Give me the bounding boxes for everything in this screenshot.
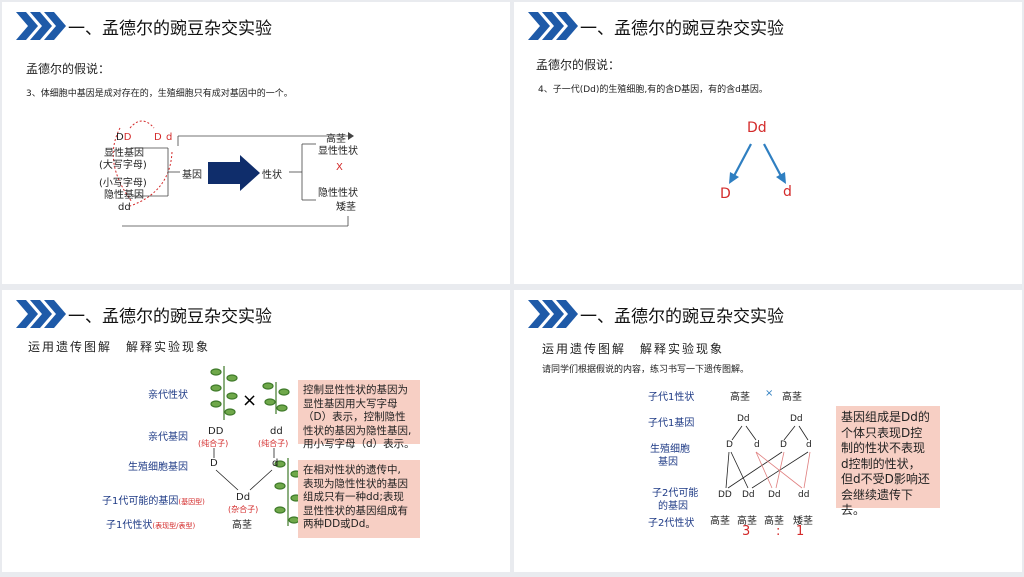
f2-trait-3: 高茎	[764, 516, 784, 527]
hypothesis-point: 3、体细胞中基因是成对存在的，生殖细胞只有成对基因中的一个。	[26, 89, 293, 99]
label-cross: X	[336, 162, 343, 173]
label-DD: DD	[116, 132, 132, 143]
row-f1-gene: 子代1基因	[648, 418, 695, 429]
parent1-Dd: Dd	[737, 414, 750, 424]
label-recessive-trait: 隐性性状	[318, 188, 358, 199]
heterozygous-label: (杂合子)	[228, 505, 259, 514]
subtitle: 运用遗传图解 解释实验现象	[28, 340, 211, 354]
label-short: 矮茎	[336, 202, 356, 213]
cross-symbol: ×	[765, 388, 774, 399]
gamete-d: d	[272, 458, 279, 469]
label-D-single: D	[154, 132, 162, 143]
label-tall: 高茎	[326, 134, 346, 145]
slide-title: 一、孟德尔的豌豆杂交实验	[580, 19, 784, 39]
chevron-logo-icon	[528, 12, 578, 40]
slide-1[interactable]: 一、孟德尔的豌豆杂交实验 孟德尔的假说： 3、体细胞中基因是成对存在的，生殖细胞…	[2, 2, 510, 284]
row-parent-gene: 亲代基因	[148, 432, 188, 443]
split-arrows	[729, 143, 786, 184]
f2-genotype-2: Dd	[742, 490, 755, 500]
f2-trait-4: 矮茎	[793, 516, 813, 527]
row-f2-gene-2: 的基因	[658, 501, 688, 512]
slide-title: 一、孟德尔的豌豆杂交实验	[580, 307, 784, 327]
gamete-4: d	[806, 440, 812, 450]
row-germ: 生殖细胞	[650, 444, 690, 455]
ratio-1: 1	[796, 524, 805, 539]
label-dominant-trait: 显性性状	[318, 146, 358, 157]
gamete-d: d	[783, 184, 792, 200]
chevron-logo-icon	[16, 12, 66, 40]
label-dominant-gene: 显性基因	[104, 148, 144, 159]
label-dd: dd	[118, 202, 131, 213]
label-d-single: d	[166, 132, 173, 143]
slide-2[interactable]: 一、孟德尔的豌豆杂交实验 孟德尔的假说： 4、子一代(Dd)的生殖细胞,有的含D…	[514, 2, 1022, 284]
f1-tall: 高茎	[232, 520, 252, 531]
slide-title: 一、孟德尔的豌豆杂交实验	[68, 19, 272, 39]
slide-3[interactable]: 一、孟德尔的豌豆杂交实验 运用遗传图解 解释实验现象 亲代性状 亲代基因 生殖细…	[2, 290, 510, 572]
row-f1-trait: 子代1性状	[648, 392, 695, 403]
cross-symbol: ×	[242, 390, 258, 411]
f1-Dd: Dd	[236, 492, 251, 503]
chevron-logo-icon	[528, 300, 578, 328]
parent-genotype: Dd	[747, 120, 767, 136]
label-gene: 基因	[182, 170, 202, 181]
row-f1-trait: 子1代性状(表现型/表型)	[106, 520, 196, 531]
gamete-1: D	[726, 440, 733, 450]
label-trait: 性状	[262, 170, 282, 181]
slide-title: 一、孟德尔的豌豆杂交实验	[68, 307, 272, 327]
homozygous-label-2: (纯合子)	[258, 439, 289, 448]
note-dominant-recessive: 控制显性性状的基因为 显性基因用大写字母 （D）表示，控制隐性 性状的基因为隐性…	[298, 380, 420, 450]
gamete-2: d	[754, 440, 760, 450]
row-parent-trait: 亲代性状	[148, 390, 188, 401]
f2-trait-2: 高茎	[737, 516, 757, 527]
row-germ-2: 基因	[658, 457, 678, 468]
label-uppercase: (大写字母)	[99, 160, 147, 171]
row-f2-gene: 子2代可能	[652, 488, 699, 499]
subtitle: 运用遗传图解 解释实验现象	[542, 342, 725, 356]
note-relative-traits: 在相对性状的遗传中, 表现为隐性性状的基因 组成只有一种dd;表现 显性性状的基…	[298, 460, 420, 538]
punnett-lines	[725, 425, 811, 489]
pea-plant-icons	[210, 366, 302, 526]
ratio-colon: :	[776, 524, 781, 539]
parent-dd: dd	[270, 426, 283, 437]
hypothesis-point: 4、子一代(Dd)的生殖细胞,有的含D基因，有的含d基因。	[538, 85, 768, 95]
note-heterozygous: 基因组成是Dd的 个体只表现D控 制的性状不表现 d控制的性状， 但d不受D影响…	[836, 406, 940, 517]
label-recessive-gene: 隐性基因	[104, 190, 144, 201]
f2-genotype-3: Dd	[768, 490, 781, 500]
parent-DD: DD	[208, 426, 224, 437]
subtitle: 孟德尔的假说：	[536, 58, 621, 72]
gamete-D: D	[210, 458, 218, 469]
parent2-Dd: Dd	[790, 414, 803, 424]
subtitle: 孟德尔的假说：	[26, 62, 111, 76]
gamete-D: D	[720, 186, 731, 202]
row-germ-gene: 生殖细胞基因	[128, 462, 188, 473]
f2-genotype-4: dd	[798, 490, 810, 500]
parent2-tall: 高茎	[782, 392, 802, 403]
instruction: 请同学们根据假说的内容，练习书写一下遗传图解。	[542, 365, 750, 375]
chevron-logo-icon	[16, 300, 66, 328]
parent1-tall: 高茎	[730, 392, 750, 403]
f2-trait-1: 高茎	[710, 516, 730, 527]
homozygous-label-1: (纯合子)	[198, 439, 229, 448]
label-lowercase: (小写字母)	[99, 178, 147, 189]
gene-trait-diagram	[112, 120, 354, 227]
ratio-3: 3	[742, 524, 751, 539]
gamete-3: D	[780, 440, 787, 450]
row-f1-gene: 子1代可能的基因(基因型)	[102, 496, 205, 507]
f2-genotype-1: DD	[718, 490, 732, 500]
slide-4[interactable]: 一、孟德尔的豌豆杂交实验 运用遗传图解 解释实验现象 请同学们根据假说的内容，练…	[514, 290, 1022, 572]
row-f2-trait: 子2代性状	[648, 518, 695, 529]
